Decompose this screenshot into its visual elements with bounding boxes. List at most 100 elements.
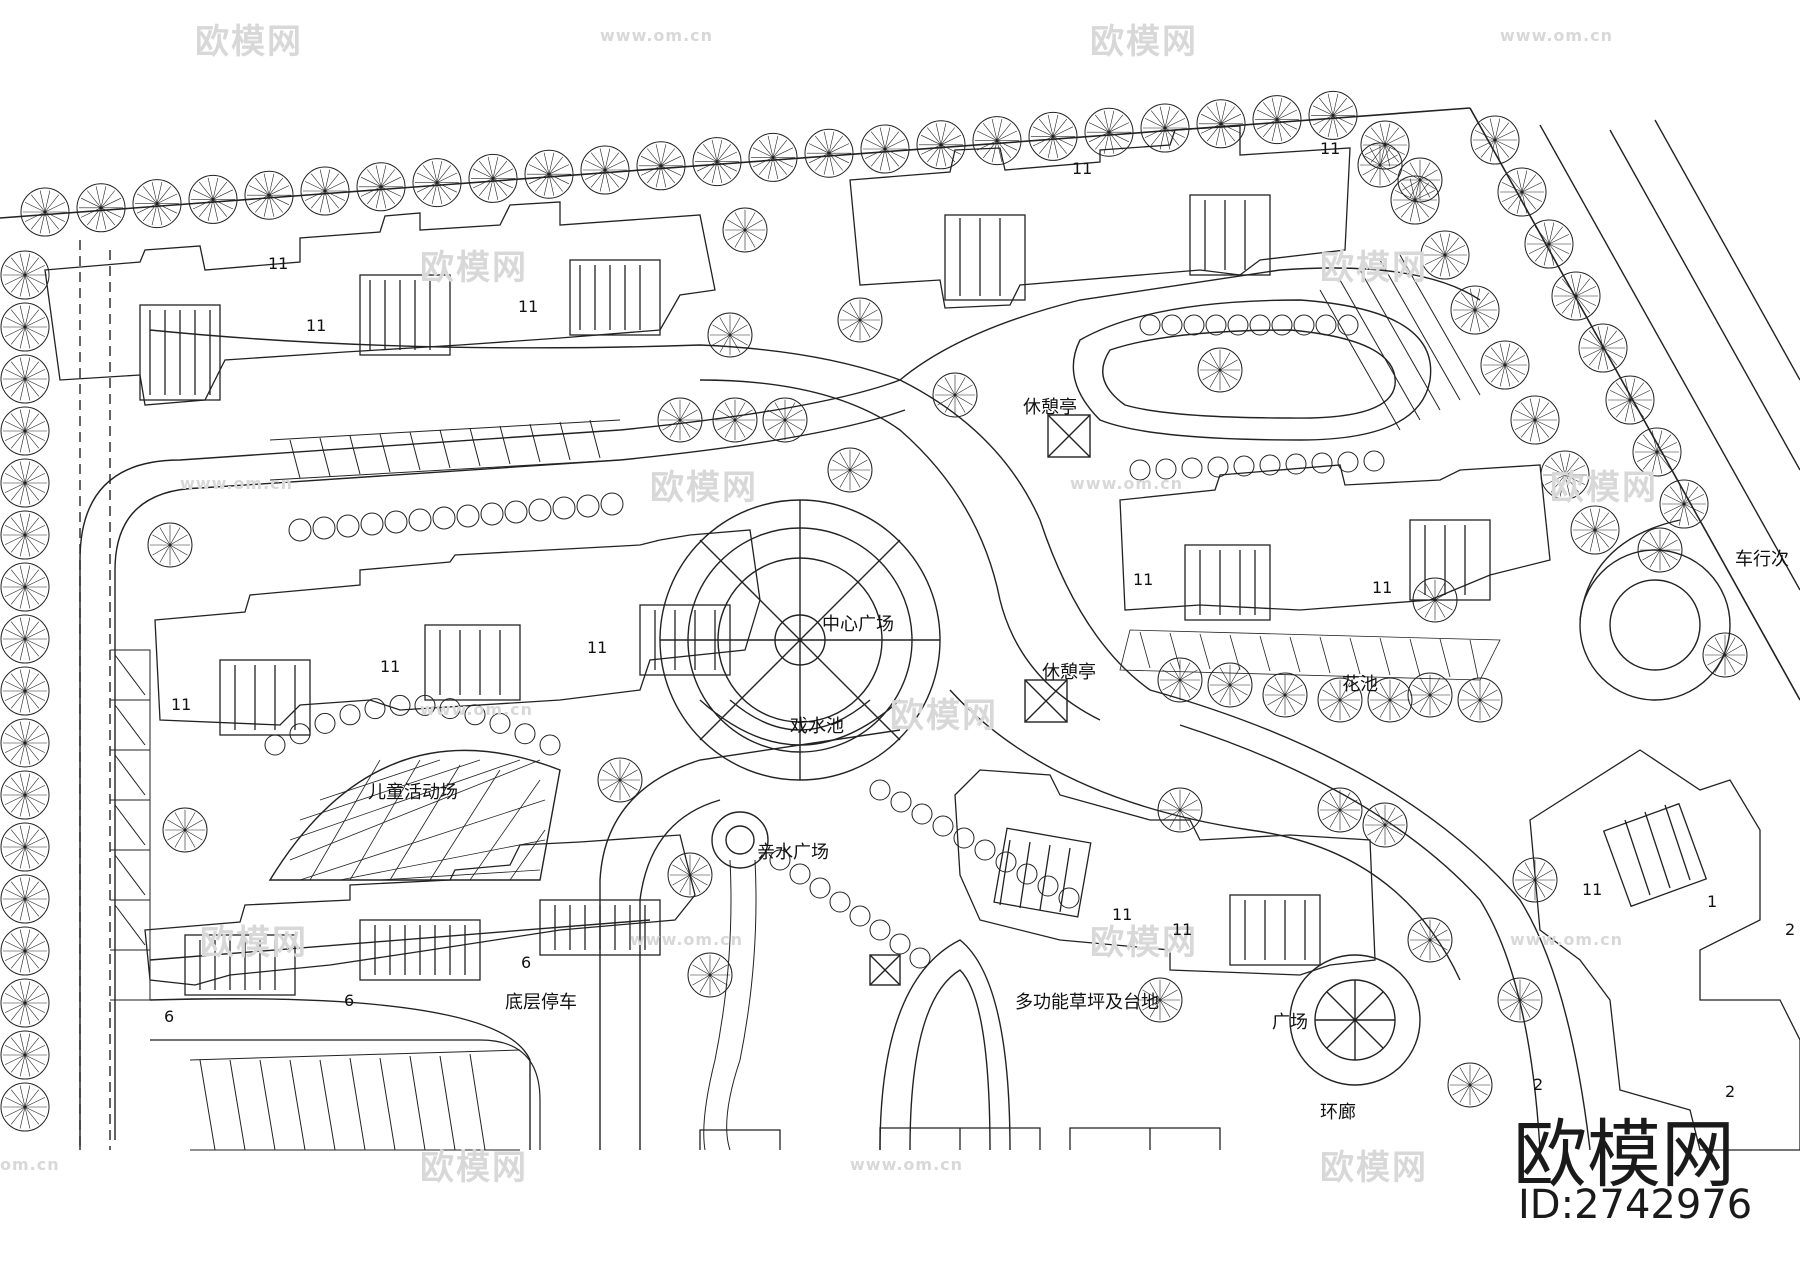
tree-symbol bbox=[1249, 314, 1271, 336]
tree-symbol bbox=[0, 718, 50, 768]
tree-symbol bbox=[288, 518, 312, 542]
tree-symbol bbox=[0, 562, 50, 612]
tree-symbol bbox=[1037, 875, 1059, 897]
tree-symbol bbox=[364, 698, 386, 720]
parking-south bbox=[110, 649, 521, 1151]
watermark-text: 欧模网 bbox=[650, 468, 758, 508]
building-row-southeast bbox=[954, 769, 1376, 976]
label-pavilion-mid: 休憩亭 bbox=[1042, 662, 1096, 683]
tree-symbol bbox=[972, 116, 1022, 166]
tree-symbol bbox=[1308, 90, 1358, 140]
tree-symbol bbox=[1337, 451, 1359, 473]
tree-symbol bbox=[1207, 456, 1229, 478]
tree-symbol bbox=[1252, 95, 1302, 145]
building-row-east-upper bbox=[1119, 464, 1551, 621]
tree-symbol bbox=[336, 514, 360, 538]
building-row-middle bbox=[154, 529, 761, 736]
tree-symbol bbox=[580, 145, 630, 195]
watermark-text: 欧模网 bbox=[1320, 1148, 1428, 1188]
tree-symbol bbox=[837, 297, 883, 343]
parking-east bbox=[1319, 254, 1481, 431]
tree-symbol bbox=[1317, 677, 1363, 723]
floor-count: 11 bbox=[1372, 578, 1393, 597]
tree-symbol bbox=[597, 757, 643, 803]
watermark-url: www.om.cn bbox=[180, 474, 294, 493]
floor-count: 11 bbox=[1172, 920, 1193, 939]
flower-bed-hatch bbox=[1119, 629, 1501, 681]
tree-symbol bbox=[1397, 157, 1443, 203]
tree-symbol bbox=[1497, 977, 1543, 1023]
tree-symbol bbox=[889, 933, 911, 955]
watermark-url: www.om.cn bbox=[600, 26, 714, 45]
floor-count: 11 bbox=[518, 297, 539, 316]
building-row-north-west bbox=[44, 201, 716, 406]
watermark-text: 欧模网 bbox=[1320, 248, 1428, 288]
tree-symbol bbox=[0, 770, 50, 820]
tree-symbol bbox=[1315, 314, 1337, 336]
tree-symbol bbox=[911, 803, 933, 825]
tree-symbol bbox=[1407, 672, 1453, 718]
tree-symbol bbox=[576, 494, 600, 518]
tree-symbol bbox=[829, 891, 851, 913]
tree-symbol bbox=[76, 183, 126, 233]
tree-symbol bbox=[0, 926, 50, 976]
tree-symbol bbox=[1337, 314, 1359, 336]
tree-symbol bbox=[1028, 111, 1078, 161]
tree-symbol bbox=[244, 170, 294, 220]
tree-symbol bbox=[1470, 115, 1520, 165]
tree-symbol bbox=[748, 132, 798, 182]
tree-symbol bbox=[384, 510, 408, 534]
tree-symbol bbox=[1197, 347, 1243, 393]
watermark-url: www.om.cn bbox=[850, 1155, 964, 1174]
label-kids-play: 儿童活动场 bbox=[368, 782, 458, 803]
tree-symbol bbox=[1512, 857, 1558, 903]
tree-symbol bbox=[0, 354, 50, 404]
tree-symbol bbox=[1233, 455, 1255, 477]
building-south-edge bbox=[699, 1127, 1221, 1150]
tree-symbol bbox=[890, 791, 912, 813]
tree-symbol bbox=[1390, 175, 1440, 225]
kids-play-area bbox=[268, 749, 561, 881]
watermark-text: 欧模网 bbox=[420, 1148, 528, 1188]
tree-symbol bbox=[722, 207, 768, 253]
tree-symbol bbox=[769, 849, 791, 871]
tree-symbol bbox=[974, 839, 996, 861]
tree-symbol bbox=[312, 516, 336, 540]
tree-symbol bbox=[909, 947, 931, 969]
label-plaza: 广场 bbox=[1272, 1012, 1308, 1033]
floor-count: 6 bbox=[521, 953, 532, 972]
tree-symbol bbox=[916, 120, 966, 170]
tree-symbol bbox=[1420, 230, 1470, 280]
tree-symbol bbox=[1157, 657, 1203, 703]
tree-symbol bbox=[528, 498, 552, 522]
tree-symbol bbox=[1632, 427, 1682, 477]
floor-count: 1 bbox=[1707, 892, 1718, 911]
tree-symbol bbox=[1457, 677, 1503, 723]
tree-symbol bbox=[1362, 802, 1408, 848]
tree-symbol bbox=[707, 312, 753, 358]
tree-symbol bbox=[1140, 103, 1190, 153]
tree-symbol bbox=[687, 952, 733, 998]
tree-symbol bbox=[995, 851, 1017, 873]
tree-symbol bbox=[827, 447, 873, 493]
tree-symbol bbox=[188, 174, 238, 224]
main-loop-road bbox=[79, 267, 1481, 1150]
label-pavilion-north: 休憩亭 bbox=[1023, 397, 1077, 418]
tree-symbol bbox=[809, 877, 831, 899]
tree-symbol bbox=[869, 779, 891, 801]
tree-symbol bbox=[524, 149, 574, 199]
floor-count: 2 bbox=[1725, 1082, 1736, 1101]
tree-symbol bbox=[414, 694, 436, 716]
lower-ring-plaza bbox=[1289, 954, 1421, 1086]
tree-symbol bbox=[762, 397, 808, 443]
tree-symbol bbox=[289, 723, 311, 745]
tree-symbol bbox=[514, 723, 536, 745]
tree-symbol bbox=[1139, 314, 1161, 336]
tree-symbol bbox=[1407, 917, 1453, 963]
tree-symbol bbox=[789, 863, 811, 885]
tree-symbol bbox=[0, 302, 50, 352]
site-boundary bbox=[0, 107, 1471, 219]
tree-symbol bbox=[1524, 219, 1574, 269]
watermark-url: www.om.cn bbox=[630, 930, 744, 949]
